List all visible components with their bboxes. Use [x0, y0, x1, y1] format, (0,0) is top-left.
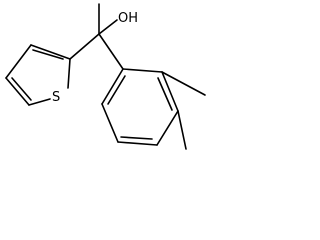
bond-benzene-c6-c1 — [101, 68, 124, 105]
bond-benzene-c4-c5 — [117, 141, 158, 146]
bond-benzene-c5-c6 — [101, 103, 119, 143]
bond-thiophene-c5-s — [28, 98, 51, 106]
bond-thiophene-c4-c5 — [5, 77, 30, 106]
bond-thiophene-c3-c4 — [5, 44, 32, 79]
bond-benzene-c1-c2 — [122, 68, 163, 73]
bond-thiophene-c2-c3 — [30, 44, 71, 60]
bond-thiophene-double-2 — [11, 77, 32, 101]
benzene-ring — [101, 68, 179, 146]
bond-benzene-methyl-2 — [161, 71, 206, 96]
bond-thiophene-double-1 — [32, 49, 64, 60]
bond-thiophene-s-c2 — [67, 58, 71, 89]
bond-benzene-c2-c3 — [161, 71, 179, 112]
bond-benzene-double-1 — [157, 77, 173, 111]
thiophene-ring: S — [5, 44, 71, 106]
sulfur-label: S — [52, 90, 60, 105]
bond-c-thiophene — [69, 33, 100, 60]
bond-c-oxygen — [98, 19, 118, 35]
bond-benzene-double-3 — [107, 75, 126, 105]
hydroxyl-label: OH — [118, 11, 138, 26]
molecule-structure: OH S — [5, 3, 206, 150]
bond-benzene-double-2 — [120, 136, 153, 140]
bond-c-benzene — [98, 33, 124, 70]
bond-benzene-c3-c4 — [156, 110, 179, 146]
bond-benzene-methyl-3 — [177, 110, 187, 150]
